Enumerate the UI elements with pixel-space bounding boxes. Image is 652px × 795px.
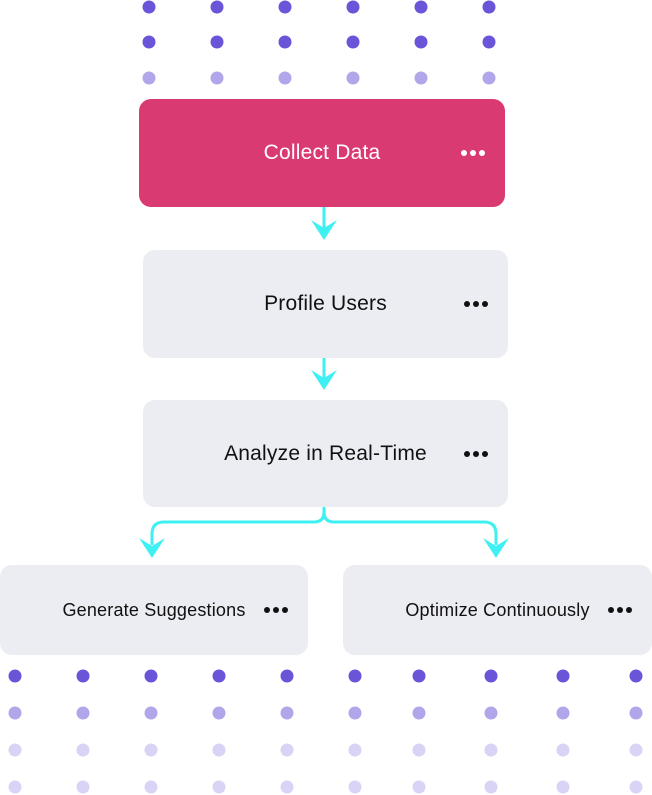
- decorative-dot: [142, 71, 156, 85]
- decorative-dot: [556, 669, 570, 683]
- decorative-dot: [414, 35, 428, 49]
- decorative-dot: [482, 71, 496, 85]
- decorative-dot: [210, 0, 224, 14]
- decorative-dot: [629, 743, 643, 757]
- decorative-dot: [346, 71, 360, 85]
- decorative-dot: [278, 0, 292, 14]
- node-collect-data[interactable]: Collect Data: [139, 99, 505, 207]
- node-analyze-real-time[interactable]: Analyze in Real-Time: [143, 400, 508, 507]
- arrow-down-icon: [139, 538, 165, 558]
- decorative-dot: [629, 669, 643, 683]
- decorative-dot: [8, 669, 22, 683]
- node-label: Optimize Continuously: [405, 599, 590, 620]
- decorative-dot: [278, 71, 292, 85]
- decorative-dot: [76, 706, 90, 720]
- decorative-dot: [280, 669, 294, 683]
- decorative-dot: [348, 780, 362, 794]
- decorative-dot: [212, 669, 226, 683]
- decorative-dot: [629, 706, 643, 720]
- decorative-dot: [76, 669, 90, 683]
- decorative-dot: [348, 669, 362, 683]
- decorative-dot: [142, 0, 156, 14]
- decorative-dot: [144, 706, 158, 720]
- decorative-dot: [414, 0, 428, 14]
- decorative-dot: [412, 669, 426, 683]
- decorative-dot: [8, 743, 22, 757]
- node-generate-suggestions[interactable]: Generate Suggestions: [0, 565, 308, 655]
- node-label: Collect Data: [263, 141, 381, 164]
- decorative-dot: [484, 780, 498, 794]
- node-label: Analyze in Real-Time: [224, 441, 427, 465]
- decorative-dot: [348, 743, 362, 757]
- decorative-dot: [212, 780, 226, 794]
- decorative-dot: [76, 780, 90, 794]
- decorative-dot: [212, 743, 226, 757]
- more-horizontal-icon[interactable]: [608, 607, 632, 613]
- decorative-dot: [556, 743, 570, 757]
- decorative-dot: [8, 780, 22, 794]
- decorative-dot: [144, 780, 158, 794]
- decorative-dot: [348, 706, 362, 720]
- decorative-dot: [212, 706, 226, 720]
- more-horizontal-icon[interactable]: [264, 607, 288, 613]
- arrow-down-icon: [483, 538, 509, 558]
- decorative-dot: [210, 35, 224, 49]
- decorative-dot: [144, 669, 158, 683]
- arrow-down-icon: [311, 370, 337, 390]
- decorative-dot: [210, 71, 224, 85]
- connector-profile-to-analyze: [311, 358, 337, 390]
- decorative-dot: [482, 0, 496, 14]
- arrow-down-icon: [311, 220, 337, 240]
- decorative-dot: [414, 71, 428, 85]
- connector-analyze-to-optimize: [322, 507, 509, 558]
- decorative-dot: [346, 35, 360, 49]
- more-horizontal-icon[interactable]: [464, 450, 488, 457]
- decorative-dot: [482, 35, 496, 49]
- node-profile-users[interactable]: Profile Users: [143, 250, 508, 358]
- decorative-dot: [278, 35, 292, 49]
- node-label: Profile Users: [264, 292, 387, 315]
- decorative-dot: [484, 706, 498, 720]
- node-optimize-continuously[interactable]: Optimize Continuously: [343, 565, 652, 655]
- more-horizontal-icon[interactable]: [461, 150, 485, 156]
- decorative-dot: [556, 706, 570, 720]
- decorative-dot: [280, 743, 294, 757]
- connector-analyze-to-generate: [139, 507, 326, 558]
- decorative-dot: [280, 780, 294, 794]
- decorative-dot: [556, 780, 570, 794]
- decorative-dot: [412, 780, 426, 794]
- decorative-dot: [280, 706, 294, 720]
- decorative-dot: [484, 669, 498, 683]
- decorative-dot: [144, 743, 158, 757]
- decorative-dot: [346, 0, 360, 14]
- decorative-dot: [76, 743, 90, 757]
- connector-collect-to-profile: [311, 207, 337, 240]
- decorative-dot: [412, 706, 426, 720]
- decorative-dot: [484, 743, 498, 757]
- decorative-dot: [412, 743, 426, 757]
- more-horizontal-icon[interactable]: [464, 301, 488, 307]
- decorative-dot: [142, 35, 156, 49]
- decorative-dot: [8, 706, 22, 720]
- node-label: Generate Suggestions: [62, 599, 246, 620]
- decorative-dot: [629, 780, 643, 794]
